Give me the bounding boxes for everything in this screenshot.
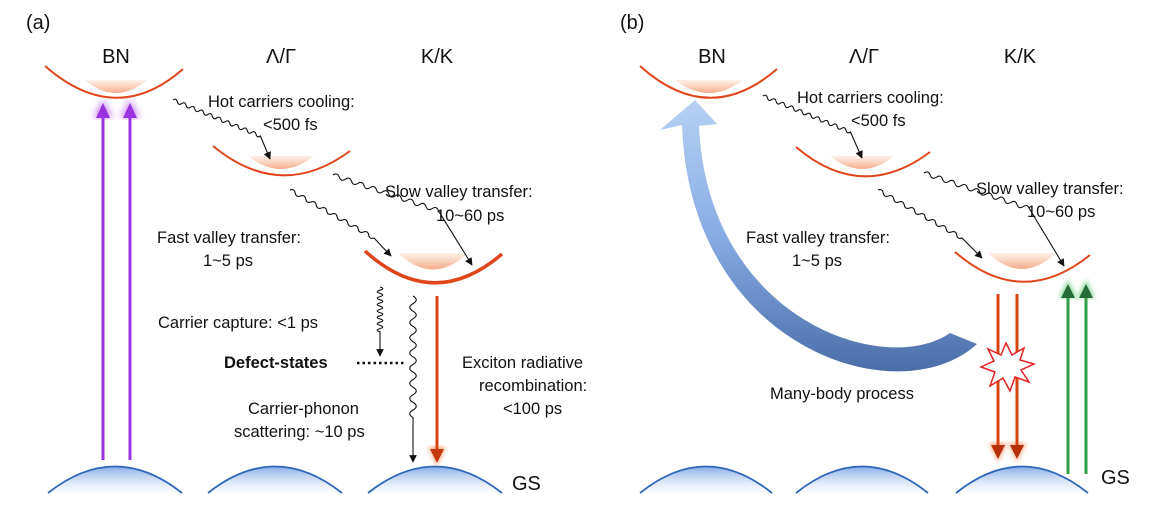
burst-icon <box>979 341 1037 393</box>
note-carrier-capture: Carrier capture: <1 ps <box>158 314 318 332</box>
valence-band-lambda-b <box>795 465 929 494</box>
note-carrier-phonon-scattering: Carrier-phonon scattering: ~10 ps <box>234 400 365 441</box>
wavy-arrow-phonon-scattering <box>409 295 417 463</box>
note-slow-valley-transfer-a: Slow valley transfer: 10~60 ps <box>385 183 537 225</box>
excitation-arrow-1 <box>93 99 113 460</box>
valence-band-lambda <box>207 465 343 494</box>
valence-band-k-b <box>955 465 1089 494</box>
wavy-arrow-slow-transfer-b <box>923 171 1065 267</box>
column-header-lambda-gamma-b: Λ/Γ <box>849 46 879 68</box>
recombination-arrow-a <box>428 296 446 466</box>
column-header-lambda-gamma: Λ/Γ <box>266 46 296 68</box>
green-arrow-1 <box>1059 279 1077 474</box>
column-header-k: K/K <box>421 46 454 68</box>
column-header-bn: BN <box>102 46 130 68</box>
column-header-bn-b: BN <box>698 46 726 68</box>
conduction-band-k <box>363 249 504 285</box>
many-body-arrow <box>660 100 977 372</box>
wavy-arrow-slow-transfer <box>332 173 473 266</box>
panel-a: (a) BN Λ/Γ K/K <box>26 12 592 495</box>
note-defect-states: Defect-states <box>224 354 328 372</box>
valence-band-bn-b <box>639 465 773 494</box>
note-many-body-process: Many-body process <box>770 385 914 403</box>
conduction-band-lambda <box>212 145 351 177</box>
panel-a-label: (a) <box>26 12 50 34</box>
note-fast-valley-transfer-a: Fast valley transfer: 1~5 ps <box>157 229 306 270</box>
note-hot-carriers-cooling-b: Hot carriers cooling: <500 fs <box>797 89 948 130</box>
wavy-arrow-fast-transfer-b <box>877 189 983 259</box>
wavy-arrow-carrier-capture <box>376 286 384 357</box>
conduction-band-bn-b <box>639 65 778 99</box>
excitation-arrows <box>93 99 140 460</box>
wavy-arrow-fast-transfer <box>289 189 392 257</box>
ground-state-label-a: GS <box>512 473 541 495</box>
panel-b: (b) BN Λ/Γ K/K <box>620 12 1130 494</box>
note-slow-valley-transfer-b: Slow valley transfer: 10~60 ps <box>976 180 1128 221</box>
conduction-band-k-b <box>954 251 1091 283</box>
note-fast-valley-transfer-b: Fast valley transfer: 1~5 ps <box>746 229 895 270</box>
conduction-band-lambda-b <box>795 146 931 178</box>
panel-b-label: (b) <box>620 12 644 34</box>
valence-band-bn <box>47 465 183 494</box>
valence-band-k <box>367 465 503 494</box>
wavy-arrow-hot-cooling <box>172 98 271 160</box>
conduction-band-bn <box>44 65 184 99</box>
note-exciton-recombination: Exciton radiative recombination: <100 ps <box>462 354 592 418</box>
excitation-arrow-2 <box>120 99 140 460</box>
green-arrow-2 <box>1077 279 1095 474</box>
note-hot-carriers-cooling-a: Hot carriers cooling: <500 fs <box>208 93 359 134</box>
column-header-k-b: K/K <box>1004 46 1037 68</box>
wavy-arrow-hot-cooling-b <box>762 94 863 159</box>
ground-state-label-b: GS <box>1101 467 1130 489</box>
